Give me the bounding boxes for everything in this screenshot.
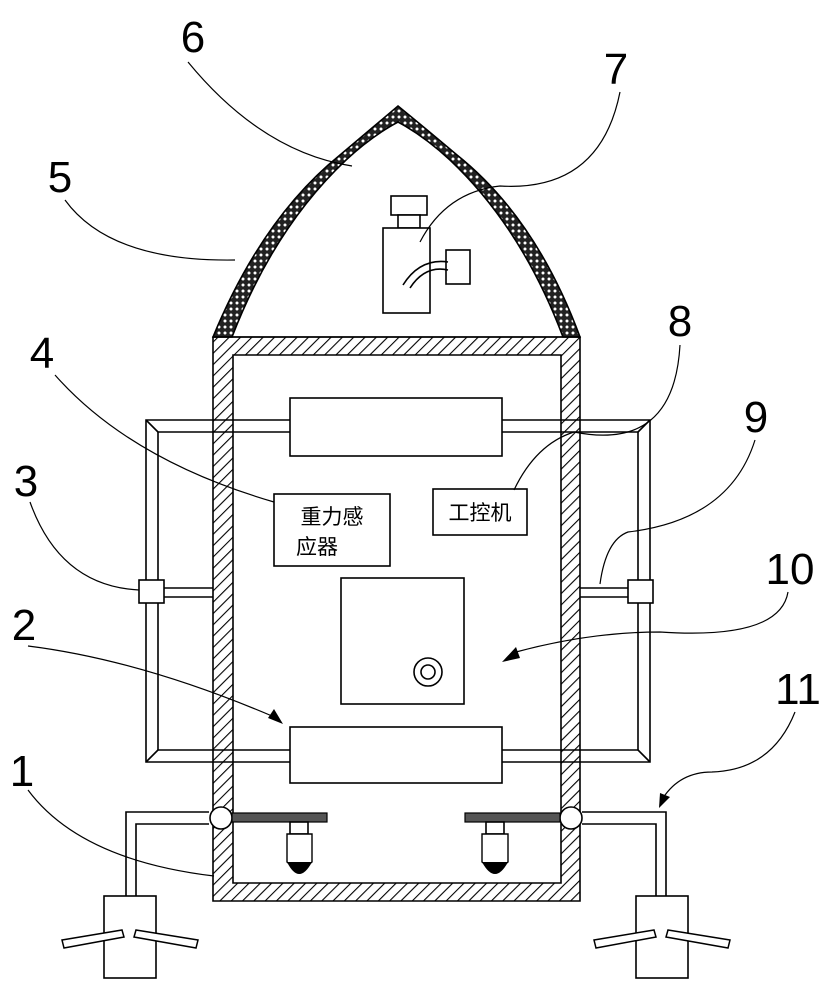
right-connector bbox=[580, 580, 653, 603]
control-box bbox=[341, 578, 464, 704]
callout-7: 7 bbox=[604, 45, 628, 94]
left-propeller bbox=[62, 896, 198, 978]
callout-1: 1 bbox=[10, 747, 34, 796]
callout-8: 8 bbox=[668, 297, 692, 346]
industrial-pc-box: 工控机 bbox=[433, 489, 527, 535]
right-propeller bbox=[594, 896, 730, 978]
callout-5: 5 bbox=[48, 153, 72, 202]
industrial-pc-label: 工控机 bbox=[449, 501, 512, 525]
callout-3: 3 bbox=[14, 457, 38, 506]
lower-cylinder bbox=[290, 727, 502, 783]
callout-9: 9 bbox=[744, 393, 768, 442]
callout-10: 10 bbox=[766, 545, 815, 594]
gravity-sensor-label-line2: 应器 bbox=[296, 535, 338, 559]
bow-device bbox=[383, 196, 470, 313]
upper-cylinder bbox=[290, 398, 502, 456]
callout-2: 2 bbox=[12, 601, 36, 650]
gravity-sensor-label-line1: 重力感 bbox=[301, 505, 364, 529]
callout-11: 11 bbox=[775, 665, 821, 714]
gravity-sensor-box: 重力感 应器 bbox=[274, 494, 390, 566]
callout-6: 6 bbox=[181, 13, 205, 62]
callout-4: 4 bbox=[30, 329, 54, 378]
left-connector bbox=[139, 580, 213, 603]
